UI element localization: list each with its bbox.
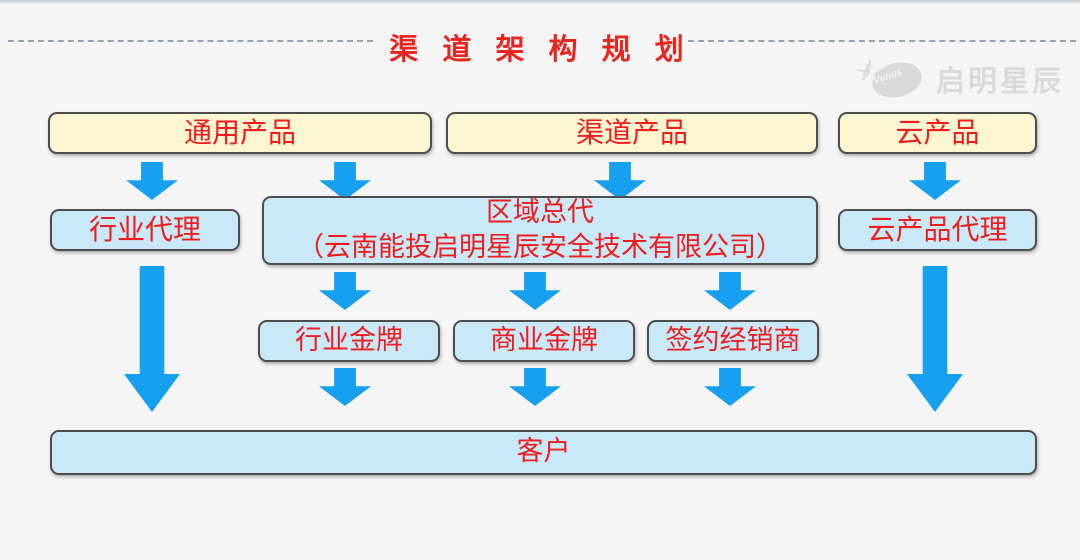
brand-name: 启明星辰: [935, 65, 1064, 98]
node-label: 渠道产品: [575, 116, 688, 150]
arrow-general-to-industry-agent: [126, 162, 178, 200]
node-industry-gold: 行业金牌: [258, 320, 440, 362]
node-label: 行业代理: [88, 213, 201, 247]
arrow-channel-to-regional: [594, 162, 646, 200]
arrow-cloud-to-cloud-agent: [909, 162, 961, 200]
node-label: 签约经销商: [665, 324, 801, 356]
node-regional-distributor: 区域总代 （云南能投启明星辰安全技术有限公司）: [262, 196, 818, 265]
node-label: 云产品代理: [867, 213, 1008, 247]
node-label: 商业金牌: [490, 324, 598, 356]
node-label: 行业金牌: [295, 324, 403, 356]
node-signed-dealer: 签约经销商: [647, 320, 819, 362]
node-general-products: 通用产品: [48, 112, 432, 154]
node-sublabel: （云南能投启明星辰安全技术有限公司）: [297, 232, 783, 263]
arrow-industry-agent-to-customer: [124, 266, 180, 412]
node-label: 云产品: [895, 116, 980, 150]
arrow-general-to-regional: [319, 162, 371, 200]
arrow-regional-to-commercial-gold: [509, 272, 561, 310]
arrow-regional-to-signed-dealer: [704, 272, 756, 310]
slide-top-border: [0, 0, 1080, 4]
arrow-commercial-gold-to-customer: [509, 368, 561, 406]
node-commercial-gold: 商业金牌: [453, 320, 635, 362]
title-divider-left: [8, 40, 373, 42]
arrow-cloud-agent-to-customer: [907, 266, 963, 412]
arrow-industry-gold-to-customer: [319, 368, 371, 406]
brand-logo: Venus 启明星辰: [854, 50, 1064, 107]
arrow-regional-to-industry-gold: [319, 272, 371, 310]
page-title: 渠 道 架 构 规 划: [389, 32, 691, 66]
title-divider-right: [688, 40, 1076, 42]
node-label: 通用产品: [183, 116, 296, 150]
venus-planet-icon: Venus: [854, 50, 930, 107]
node-customer: 客户: [50, 430, 1037, 475]
node-cloud-product-agent: 云产品代理: [838, 209, 1037, 251]
node-label: 客户: [516, 436, 571, 468]
node-cloud-products: 云产品: [838, 112, 1037, 154]
node-industry-agent: 行业代理: [50, 209, 240, 251]
node-label: 区域总代: [486, 196, 594, 228]
node-channel-products: 渠道产品: [446, 112, 818, 154]
arrow-signed-dealer-to-customer: [704, 368, 756, 406]
